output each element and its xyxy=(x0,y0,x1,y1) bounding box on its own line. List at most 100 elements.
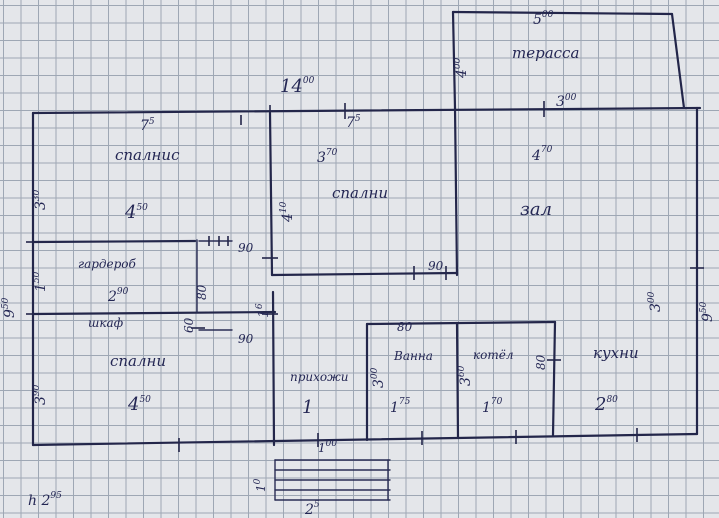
dim-seg3: 3 xyxy=(556,94,565,110)
dim-bed3-area: 4 xyxy=(127,394,139,415)
dim-steps-width: 2 xyxy=(304,502,314,518)
dim-bath-height-sup: 00 xyxy=(370,367,380,379)
room-kitchen: кухни xyxy=(593,344,639,362)
dim-right-total-sup: 50 xyxy=(699,301,709,313)
room-closet: шкаф xyxy=(88,316,123,330)
room-bedroom-1: спалнис xyxy=(115,146,180,164)
svg-text:450: 450 xyxy=(124,202,148,223)
dim-bed1-height: 3 xyxy=(33,201,49,210)
outer-walls xyxy=(31,106,702,447)
dim-wardrobe-height: 1 xyxy=(33,283,49,292)
dim-seg2: 7 xyxy=(346,115,355,131)
dim-bath-area: 1 xyxy=(390,400,399,416)
svg-text:300: 300 xyxy=(556,93,577,110)
svg-text:300: 300 xyxy=(647,291,664,312)
dim-90-c: 90 xyxy=(238,332,254,346)
svg-text:330: 330 xyxy=(32,189,49,210)
dim-bed1-height-sup: 30 xyxy=(32,189,42,201)
dim-hall-width-sup: 70 xyxy=(541,145,553,155)
dim-boiler-height: 3 xyxy=(458,377,474,386)
dim-boiler-area: 1 xyxy=(482,400,491,416)
svg-text:370: 370 xyxy=(317,148,338,166)
dim-steps-depth: 1 xyxy=(254,484,268,492)
svg-text:75: 75 xyxy=(346,114,361,131)
room-hall: зал xyxy=(520,199,552,220)
dim-boiler-area-sup: 70 xyxy=(491,397,503,407)
dim-bath-height: 3 xyxy=(371,379,387,388)
dim-door: 1 xyxy=(318,441,326,455)
svg-text:470: 470 xyxy=(531,145,553,164)
svg-text:10: 10 xyxy=(253,478,268,492)
terrace-walls xyxy=(451,10,686,110)
svg-text:410: 410 xyxy=(279,201,296,223)
svg-text:150: 150 xyxy=(32,271,49,292)
dim-bed2-height-sup: 10 xyxy=(279,201,289,213)
svg-text:25: 25 xyxy=(304,500,320,518)
dim-bed1-area: 4 xyxy=(124,202,136,223)
dim-bed2-width-sup: 70 xyxy=(326,148,338,158)
room-boiler: котёл xyxy=(473,348,514,362)
dim-hall-width: 4 xyxy=(531,148,541,164)
dim-hallway-area: 1 xyxy=(302,397,313,418)
dim-60: 60 xyxy=(182,317,196,333)
svg-text:1400: 1400 xyxy=(280,76,315,97)
dim-seg3-sup: 00 xyxy=(565,93,577,103)
interior-walls xyxy=(31,106,557,447)
dim-hallway-height: 1 xyxy=(256,309,272,318)
dim-bed2-height: 4 xyxy=(280,213,296,223)
dim-bed2-width: 3 xyxy=(317,150,326,166)
svg-text:950: 950 xyxy=(699,301,716,322)
svg-text:300: 300 xyxy=(370,367,387,388)
dim-overall-top: 14 xyxy=(280,76,303,97)
dim-seg2-sup: 5 xyxy=(355,114,361,124)
dim-ceiling: h 2 xyxy=(28,493,50,509)
dim-hallway-height-sup: 6 xyxy=(255,303,265,309)
dim-terrace-top-sup: 00 xyxy=(542,10,554,20)
dim-kitchen-area: 2 xyxy=(594,394,606,415)
room-bath: Ванна xyxy=(393,349,433,363)
dim-seg1: 7 xyxy=(140,118,149,134)
dim-90-a: 90 xyxy=(238,241,254,255)
dim-kitchen-side: 3 xyxy=(648,303,664,312)
dim-right-total: 9 xyxy=(700,313,716,322)
room-bedroom-2: спални xyxy=(332,184,388,202)
room-bedroom-3: спални xyxy=(110,352,166,370)
svg-text:500: 500 xyxy=(533,10,554,28)
dim-80-e: 80 xyxy=(195,284,209,300)
dim-bed3-height: 3 xyxy=(33,396,49,405)
dim-overall-top-sup: 00 xyxy=(303,76,315,86)
dimension-labels: 1400 500 400 75 75 300 450 330 370 410 4… xyxy=(1,10,716,518)
dim-boiler-height-sup: 60 xyxy=(457,365,467,377)
dimension-ticks xyxy=(26,101,704,452)
dim-kitchen-side-sup: 00 xyxy=(647,291,657,303)
svg-text:950: 950 xyxy=(1,297,18,318)
dim-80-b: 80 xyxy=(534,354,548,370)
dim-90-b: 90 xyxy=(428,259,444,273)
dim-bed3-height-sup: 90 xyxy=(32,384,42,396)
dim-terrace-side-sup: 00 xyxy=(453,57,463,69)
dim-wardrobe-height-sup: 50 xyxy=(32,271,42,283)
svg-text:280: 280 xyxy=(594,394,618,415)
dim-terrace-side: 4 xyxy=(454,69,470,79)
dim-door-sup: 00 xyxy=(326,439,338,449)
dim-bed1-area-sup: 50 xyxy=(136,203,148,213)
svg-text:390: 390 xyxy=(32,384,49,405)
svg-text:450: 450 xyxy=(127,394,151,415)
dim-steps-width-sup: 5 xyxy=(314,500,320,510)
dim-80-a: 80 xyxy=(397,320,413,334)
dim-wardrobe-area: 2 xyxy=(107,289,117,305)
dim-kitchen-area-sup: 80 xyxy=(606,395,618,405)
svg-text:16: 16 xyxy=(255,303,272,318)
room-terrace: терасса xyxy=(512,44,579,62)
room-labels: терасса спалнис спални зал гардероб шкаф… xyxy=(78,44,639,384)
svg-text:400: 400 xyxy=(453,57,470,79)
dim-wardrobe-area-sup: 90 xyxy=(117,287,129,297)
entry-steps xyxy=(274,459,391,501)
dim-terrace-top: 5 xyxy=(533,12,542,28)
svg-text:h 295: h 295 xyxy=(28,491,62,509)
dim-ceiling-sup: 95 xyxy=(50,491,62,501)
dim-bed3-area-sup: 50 xyxy=(139,395,151,405)
dim-steps-depth-sup: 0 xyxy=(253,478,263,484)
